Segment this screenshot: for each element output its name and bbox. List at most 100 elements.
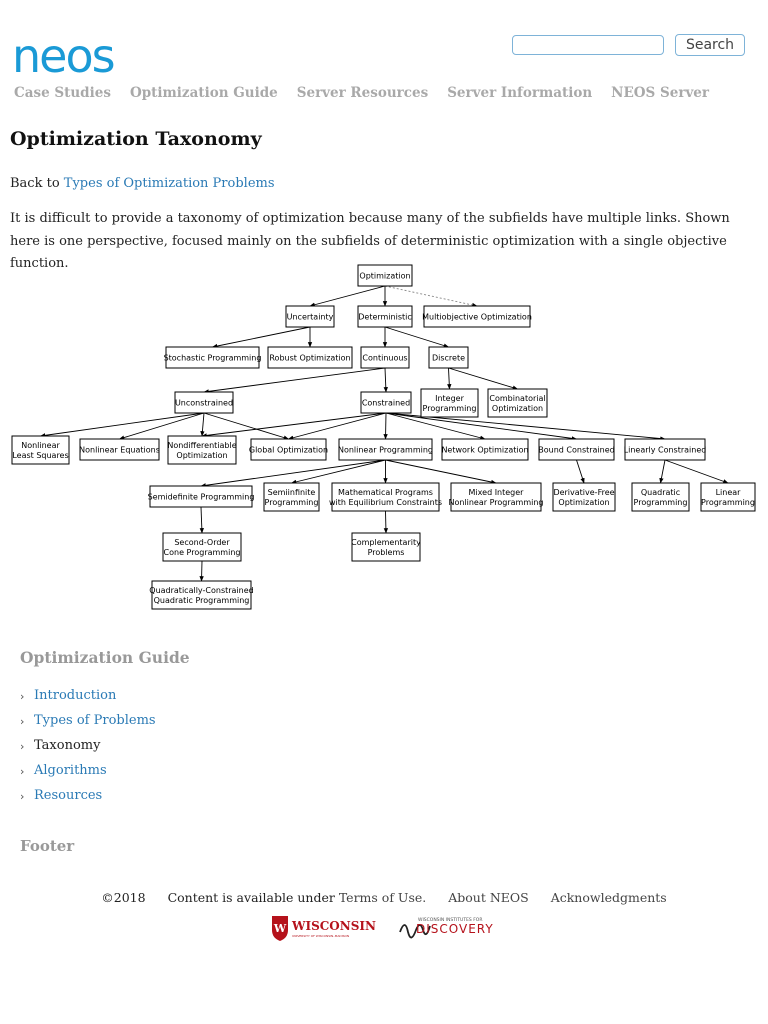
terms-link[interactable]: Terms of Use. — [338, 890, 427, 905]
nav-case-studies[interactable]: Case Studies — [14, 85, 111, 101]
node-label: Stochastic Programming — [164, 354, 262, 363]
edge-continuous-to-constrained — [383, 367, 388, 393]
node-label: Quadratic — [641, 488, 680, 497]
uw-logo-text: WISCONSIN — [291, 919, 376, 933]
node-label: Mathematical Programs — [338, 488, 433, 497]
search-button[interactable]: Search — [675, 34, 745, 56]
edge-constrained-to-network — [385, 412, 486, 440]
uw-logo[interactable]: W WISCONSIN UNIVERSITY OF WISCONSIN–MADI… — [272, 916, 376, 941]
guide-item-algorithms[interactable]: › Algorithms — [20, 763, 156, 788]
guide-link[interactable]: Algorithms — [34, 763, 107, 778]
nav-neos-server[interactable]: NEOS Server — [611, 85, 709, 101]
edge-constrained-to-global — [287, 412, 387, 440]
node-label: Nonlinear Programming — [338, 446, 433, 455]
chevron-right-icon: › — [20, 690, 25, 703]
intro-text: It is difficult to provide a taxonomy of… — [10, 211, 730, 271]
node-label: Quadratically-Constrained — [149, 586, 253, 595]
node-label: Mixed Integer — [469, 488, 525, 497]
node-label: Quadratic Programming — [154, 596, 250, 605]
nav-server-information[interactable]: Server Information — [447, 85, 593, 101]
edge-unconstrained-to-nl_equations — [118, 412, 205, 440]
edge-optimization-to-uncertainty — [309, 285, 386, 307]
edge-nonlinear_prog-to-minlp — [385, 459, 497, 485]
uw-logo-subtext: UNIVERSITY OF WISCONSIN–MADISON — [292, 934, 349, 938]
back-link[interactable]: Types of Optimization Problems — [63, 176, 275, 191]
guide-link[interactable]: Introduction — [34, 688, 117, 703]
node-continuous: Continuous — [360, 346, 410, 369]
node-discrete: Discrete — [428, 346, 469, 369]
content-prefix: Content is available under — [167, 890, 335, 905]
edge-bound-to-derivative_free — [576, 459, 585, 484]
about-neos-link[interactable]: About NEOS — [448, 890, 529, 905]
edge-linearly-to-quadratic — [659, 459, 666, 484]
node-label: Global Optimization — [249, 446, 328, 455]
edge-unconstrained-to-nondifferentiable — [200, 412, 205, 437]
node-label: Semiinfinite — [268, 488, 316, 497]
node-deterministic: Deterministic — [357, 305, 413, 328]
node-label: Nondifferentiable — [167, 441, 236, 450]
edge-optimization-to-multiobjective — [384, 285, 478, 308]
guide-item-taxonomy: ›Taxonomy — [20, 738, 156, 763]
node-label: Programming — [701, 498, 755, 507]
node-label: Integer — [435, 394, 464, 403]
acknowledgments-link[interactable]: Acknowledgments — [550, 890, 667, 905]
guide-item-resources[interactable]: › Resources — [20, 788, 156, 813]
chevron-right-icon: › — [20, 740, 25, 753]
node-multiobjective: Multiobjective Optimization — [422, 305, 532, 328]
node-stochastic: Stochastic Programming — [164, 346, 262, 369]
edge-semidefinite-to-socp — [199, 506, 204, 534]
edge-nonlinear_prog-to-semiinfinite — [290, 459, 386, 484]
nav-optimization-guide[interactable]: Optimization Guide — [129, 85, 278, 101]
main-nav: Case Studies Optimization Guide Server R… — [14, 85, 709, 101]
edge-constrained-to-nonlinear_prog — [383, 412, 388, 440]
nav-server-resources[interactable]: Server Resources — [296, 85, 429, 101]
node-semidefinite: Semidefinite Programming — [148, 485, 255, 508]
node-label: Optimization — [558, 498, 609, 507]
node-label: Linear — [716, 488, 742, 497]
node-label: Nonlinear — [21, 441, 60, 450]
edge-discrete-to-integer — [447, 367, 452, 390]
guide-item-types[interactable]: ›Types of Problems — [20, 713, 156, 738]
guide-link[interactable]: Types of Problems — [34, 713, 156, 728]
node-label: Complementarity — [351, 538, 421, 547]
node-label: Nonlinear Equations — [79, 446, 160, 455]
guide-item-introduction[interactable]: › Introduction — [20, 688, 156, 713]
chevron-right-icon: › — [20, 765, 25, 778]
search-input[interactable] — [512, 35, 664, 55]
guide-link[interactable]: Resources — [34, 788, 103, 803]
neos-logo[interactable]: neos — [12, 32, 130, 74]
node-label: Multiobjective Optimization — [422, 313, 532, 322]
wid-logo[interactable]: WISCONSIN INSTITUTES FOR DISCOVERY — [399, 917, 494, 939]
chevron-right-icon: › — [20, 790, 25, 803]
node-label: Second-Order — [174, 538, 230, 547]
back-prefix: Back to — [10, 176, 60, 191]
node-label: Problems — [368, 548, 405, 557]
page-title: Optimization Taxonomy — [10, 128, 262, 150]
node-label: Network Optimization — [441, 446, 528, 455]
node-network: Network Optimization — [441, 438, 529, 461]
edge-continuous-to-unconstrained — [203, 367, 386, 394]
back-line: Back to Types of Optimization Problems — [10, 176, 275, 191]
edge-linearly-to-linear — [664, 459, 729, 484]
edge-unconstrained-to-global — [203, 412, 290, 440]
edge-constrained-to-nondifferentiable — [201, 412, 387, 438]
node-label: Unconstrained — [175, 399, 233, 408]
node-nl-equations: Nonlinear Equations — [79, 438, 160, 461]
wid-logo-subtext: WISCONSIN INSTITUTES FOR — [418, 917, 482, 923]
node-label: Least Squares — [12, 451, 68, 460]
node-label: Discrete — [432, 354, 465, 363]
copyright: ©2018 — [101, 890, 146, 905]
guide-list: ›Introduction ›Types of Problems ›Taxono… — [20, 688, 156, 813]
node-label: Optimization — [492, 404, 543, 413]
node-label: Semidefinite Programming — [148, 493, 255, 502]
node-label: Deterministic — [358, 313, 412, 322]
svg-text:W: W — [273, 922, 287, 935]
